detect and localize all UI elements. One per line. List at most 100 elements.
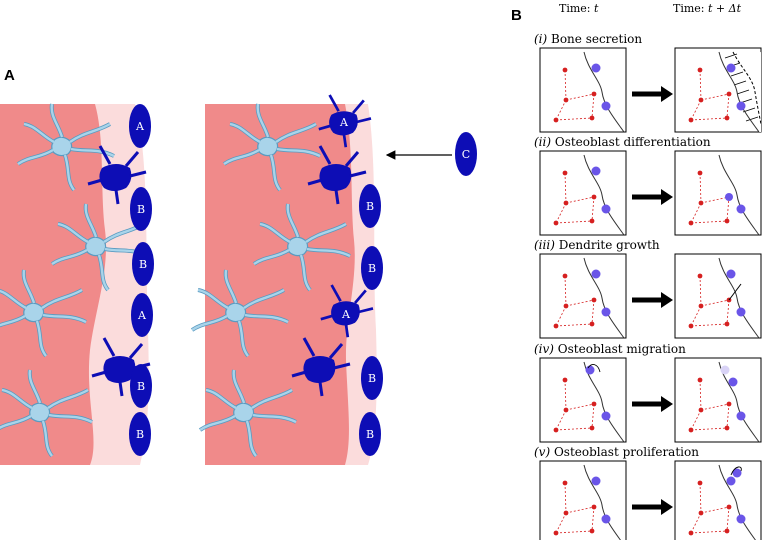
panel-a-letter: A (4, 67, 15, 84)
panel-b-letter: B (511, 7, 522, 24)
scene-frame (539, 150, 627, 236)
cell-right-1-label: A (339, 116, 349, 129)
osteocyte-node (726, 401, 732, 407)
bone-surface (718, 51, 760, 133)
osteocyte-node (724, 218, 730, 224)
time-label-right: Time: t + Δt (673, 2, 742, 15)
growth-tick (724, 53, 738, 59)
network-edge (591, 403, 595, 429)
osteocyte-node (688, 220, 694, 226)
network-edge (699, 275, 702, 307)
growth-tick (730, 71, 744, 77)
cell-left-6-label: B (136, 428, 144, 441)
osteocyte-node (697, 377, 703, 383)
network-edge (565, 196, 595, 204)
osteoblast-node (585, 365, 595, 375)
process-number: (iii) (534, 238, 559, 252)
cell-right-4-label: A (341, 308, 351, 321)
bone-surface (583, 51, 625, 133)
process-number: (ii) (534, 135, 555, 149)
network-edge (564, 379, 567, 411)
network-edge (726, 93, 730, 119)
network-edge (699, 172, 702, 204)
network-edge (591, 93, 595, 119)
process-rows: (i) Bone secretion (ii) Osteoblast differ… (534, 32, 762, 540)
osteoblast-node (601, 204, 611, 214)
osteocyte-node (688, 427, 694, 433)
process-label-4: (iv) Osteoblast migration (534, 342, 686, 356)
network-edge (564, 482, 567, 514)
osteocyte-node (589, 528, 595, 534)
cell-right-5 (361, 356, 383, 400)
cell-right-2-label: B (366, 200, 374, 213)
process-label-1: (i) Bone secretion (534, 32, 642, 46)
osteocyte-node (698, 97, 704, 103)
osteoblast-node (601, 101, 611, 111)
process-number: (v) (534, 445, 554, 459)
osteoblast-node (726, 476, 736, 486)
bone-surface (718, 361, 760, 443)
osteoblast-node (728, 377, 738, 387)
osteocyte-node (698, 510, 704, 516)
osteocyte-node (589, 218, 595, 224)
osteoblast-node (591, 166, 601, 176)
scene-frame (539, 253, 627, 339)
process-label-5: (v) Osteoblast proliferation (534, 445, 699, 459)
process-number: (iv) (534, 342, 558, 356)
osteocyte-node (724, 115, 730, 121)
time-step-arrowhead (661, 499, 673, 515)
previous-position (720, 365, 730, 375)
network-edge (700, 506, 730, 514)
osteocyte-node (591, 504, 597, 510)
osteocyte-node (697, 273, 703, 279)
osteocyte-node (726, 91, 732, 97)
cell-left-4-label: A (137, 309, 147, 322)
cell-left-3-label: B (139, 258, 147, 271)
osteocyte-node (562, 273, 568, 279)
bone-surface (583, 257, 625, 339)
network-edge (565, 403, 595, 411)
osteoblast-node (726, 269, 736, 279)
osteocyte-node (553, 323, 559, 329)
cell-left-3 (132, 242, 154, 286)
network-edge (591, 196, 595, 222)
network-edge (699, 482, 702, 514)
osteocyte-node (563, 407, 569, 413)
osteocyte-node (698, 407, 704, 413)
scene-before-5 (539, 460, 627, 540)
time-step-arrowhead (661, 189, 673, 205)
osteocyte-node (591, 297, 597, 303)
osteocyte-node (591, 91, 597, 97)
cell-right-6-label: B (366, 428, 374, 441)
network-edge (700, 299, 730, 307)
osteocyte-node (563, 200, 569, 206)
process-label-2: (ii) Osteoblast differentiation (534, 135, 711, 149)
process-name: Osteoblast proliferation (554, 445, 699, 459)
growth-tick (736, 89, 750, 95)
network-edge (591, 299, 595, 325)
osteoblast-node (591, 63, 601, 73)
osteocyte-node (724, 528, 730, 534)
osteoblast-node (736, 204, 746, 214)
bone-surface (583, 154, 625, 236)
osteocyte-node (563, 97, 569, 103)
scene-after-5 (674, 460, 762, 540)
cell-left-1-label: A (135, 120, 145, 133)
new-surface (732, 51, 762, 125)
scene-frame (539, 357, 627, 443)
network-edge (700, 403, 730, 411)
bone-surface (718, 257, 760, 339)
scene-frame (674, 460, 762, 540)
osteocyte-node (688, 530, 694, 536)
network-edge (564, 172, 567, 204)
bone-surface (718, 464, 757, 540)
process-name: Dendrite growth (559, 238, 660, 252)
time-step-arrowhead (661, 86, 673, 102)
scene-before-2 (539, 150, 627, 236)
network-edge (591, 506, 595, 532)
osteoblast-node (601, 411, 611, 421)
incoming-cell-c (455, 132, 477, 176)
network-edge (700, 93, 730, 101)
cell-right-2 (359, 184, 381, 228)
